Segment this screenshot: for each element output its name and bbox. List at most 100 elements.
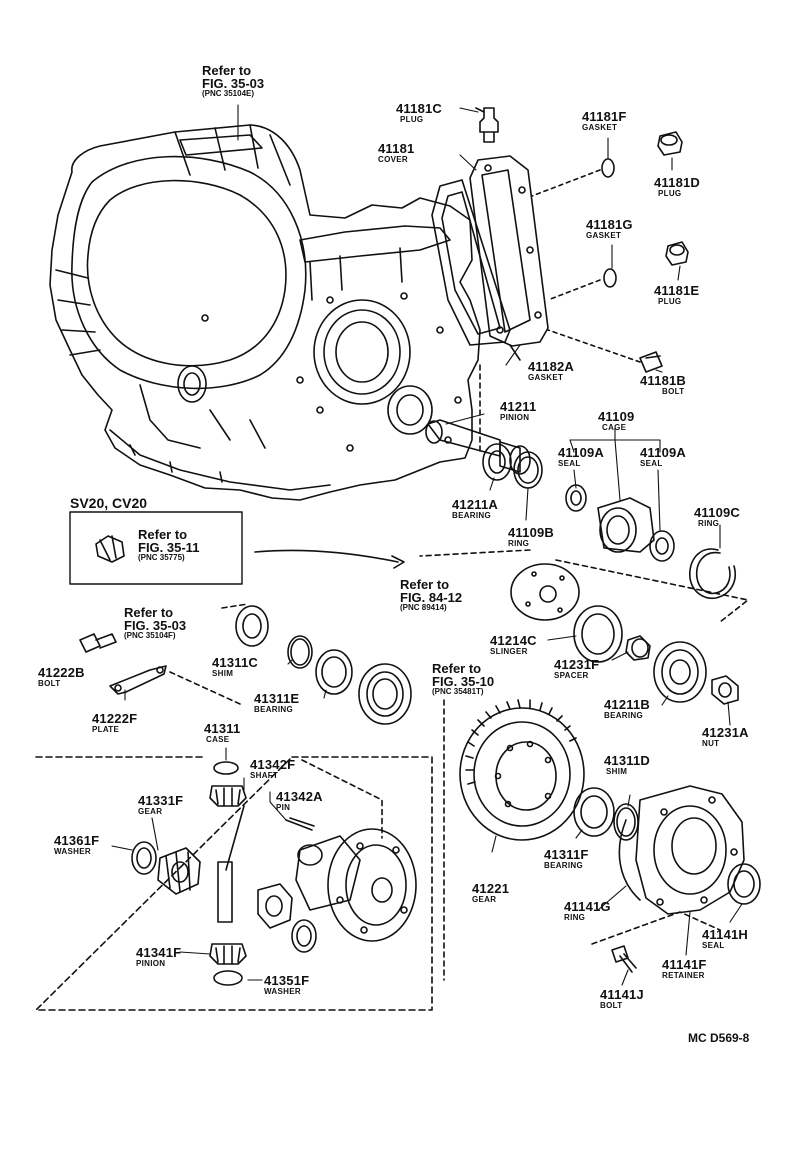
reference-line: Refer to [124,605,174,620]
label-leaders [111,104,743,986]
reference-fig-35-10: Refer to FIG. 35-10 (PNC 35481T) [432,662,494,696]
part-number: 41141G [564,899,611,914]
part-number: 41341F [136,945,182,960]
part-number: 41109A [640,445,687,460]
part-name: RING [698,519,720,528]
bearing-41211B [653,641,707,703]
part-name: SEAL [702,941,725,950]
part-name: GEAR [138,807,163,816]
part-number: 41141F [662,957,707,972]
reference-fig-35-03-top: Refer to FIG. 35-03 (PNC 35104E) [202,64,264,98]
leader [221,603,249,609]
leader [419,549,531,557]
part-name: BEARING [544,861,583,870]
part-number: 41182A [528,359,575,374]
part-number: 41231A [702,725,749,740]
reference-line: FIG. 35-03 [124,618,187,633]
ring-41141G [618,819,641,901]
pin-41342A [285,817,315,831]
bolt-41222B [79,633,117,653]
reference-line: FIG. 35-10 [432,674,495,689]
reference-fig-35-11: Refer to FIG. 35-11 (PNC 35775) [138,528,199,562]
part-name: BOLT [600,1001,623,1010]
part-number: 41211 [500,399,537,414]
part-number: 41342F [250,757,296,772]
part-name: NUT [702,739,720,748]
ring-41109C [689,548,736,600]
gasket-41182A [431,179,511,346]
part-name: GEAR [472,895,497,904]
part-name: BEARING [254,705,293,714]
part-number: 41181G [586,217,633,232]
plug-41181C [475,107,499,143]
part-name: GASKET [582,123,618,132]
part-number: 41361F [54,833,100,848]
part-number: 41109A [558,445,605,460]
part-name: WASHER [54,847,91,856]
part-number: 41109C [694,505,741,520]
part-number: 41181D [654,175,701,190]
leader [555,559,749,623]
drawing-code: MC D569-8 [688,1031,750,1045]
plate-41222F [109,665,167,695]
part-name: SHIM [606,767,628,776]
gear-41331F [157,847,201,895]
reference-fig-35-03-left: Refer to FIG. 35-03 (PNC 35104F) [124,606,186,640]
part-number: 41181E [654,283,700,298]
part-number: 41222F [92,711,138,726]
leader [531,169,601,197]
pinion-41341F [209,943,247,965]
ring-gear-41221 [459,699,585,841]
differential-case-41311 [295,828,417,942]
retainer-41141F [635,785,745,915]
reference-line: FIG. 35-11 [138,540,200,555]
washer-41361F [131,841,157,875]
washer-41351F [213,970,243,986]
part-name: BEARING [452,511,491,520]
part-number: 41342A [276,789,323,804]
part-number: 41109B [508,525,555,540]
part-number: 41181B [640,373,687,388]
part-name: SPACER [554,671,589,680]
leader [591,911,721,945]
gasket-41181G [603,268,617,288]
part-name: PIN [276,803,291,812]
sv20-inset-box [69,511,405,585]
speedometer-part [510,563,580,621]
reference-pnc: (PNC 35104E) [202,89,255,98]
seal-41109A-2 [649,530,675,562]
part-name: BEARING [604,711,643,720]
part-number: 41141H [702,927,749,942]
part-number: 41214C [490,633,537,648]
part-name: PLUG [400,115,424,124]
nut-41231A [711,675,739,705]
washer-right [291,919,317,953]
bearing-41311F [573,787,615,837]
part-number: 41181F [582,109,627,124]
part-name: CASE [206,735,230,744]
part-number: 41311 [204,721,241,736]
leader [301,759,383,839]
part-number: 41231F [554,657,600,672]
